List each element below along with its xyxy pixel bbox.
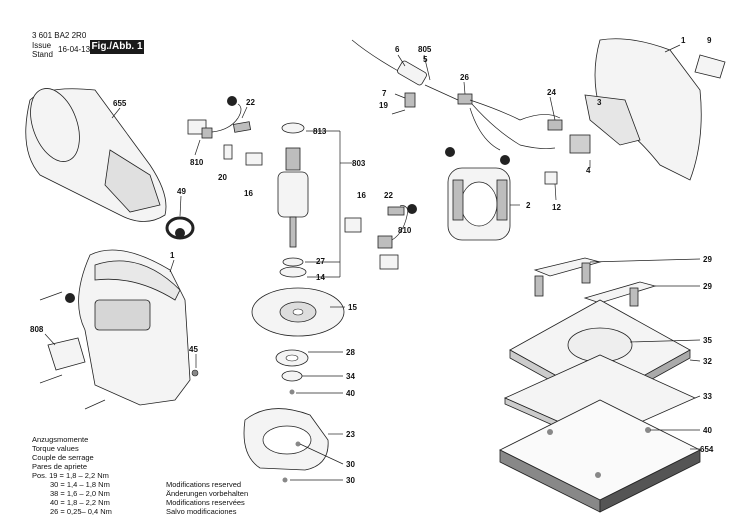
callout-27: 27 <box>316 257 325 266</box>
doc-number: 3 601 BA2 2R0 <box>32 31 87 40</box>
stator-2[interactable] <box>447 167 511 241</box>
callout-16a: 16 <box>244 189 253 198</box>
fan-15[interactable] <box>251 287 345 337</box>
torque-row-40: 40 = 1,8 – 2,2 Nm <box>50 498 110 507</box>
torque-title-en: Torque values <box>32 444 79 453</box>
armature-803[interactable] <box>277 122 309 278</box>
brush-holder-group-a[interactable] <box>187 103 263 166</box>
washer-34[interactable] <box>281 370 303 395</box>
callout-810a: 810 <box>190 158 204 167</box>
callout-40b: 40 <box>703 426 712 435</box>
callout-40a: 40 <box>346 389 355 398</box>
bearing-28[interactable] <box>275 349 309 367</box>
callout-34: 34 <box>346 372 355 381</box>
callout-4: 4 <box>586 166 591 175</box>
callout-24: 24 <box>547 88 556 97</box>
torque-row-19: Pos. 19 = 1,8 – 2,2 Nm <box>32 471 109 480</box>
callout-22a: 22 <box>246 98 255 107</box>
callout-654: 654 <box>700 445 714 454</box>
callout-32: 32 <box>703 357 712 366</box>
callout-26: 26 <box>460 73 469 82</box>
mod-fr: Modifications reservées <box>166 498 245 507</box>
callout-45: 45 <box>189 345 198 354</box>
shroud-23[interactable] <box>243 408 329 483</box>
power-cable[interactable] <box>351 39 473 115</box>
dust-box-655[interactable] <box>21 82 167 222</box>
callout-5: 5 <box>423 55 428 64</box>
brush-holder-group-b[interactable] <box>344 205 409 270</box>
callout-803: 803 <box>352 159 366 168</box>
callout-1-left: 1 <box>170 251 175 260</box>
pad-808[interactable] <box>47 337 86 371</box>
callout-3: 3 <box>597 98 602 107</box>
mod-es: Salvo modificaciones <box>166 507 237 516</box>
callout-35: 35 <box>703 336 712 345</box>
torque-title-de: Anzugsmomente <box>32 435 89 444</box>
figure-label: Fig./Abb. 1 <box>90 40 144 54</box>
callout-20: 20 <box>218 173 227 182</box>
torque-title-es: Pares de apriete <box>32 462 88 471</box>
callout-14: 14 <box>316 273 325 282</box>
torque-row-26: 26 = 0,25– 0,4 Nm <box>50 507 112 516</box>
torque-row-30: 30 = 1,4 – 1,8 Nm <box>50 480 110 489</box>
callout-29a: 29 <box>703 255 712 264</box>
callout-6: 6 <box>395 45 400 54</box>
callout-22b: 22 <box>384 191 393 200</box>
wiring-harness[interactable] <box>469 99 591 185</box>
callout-1-right: 1 <box>681 36 686 45</box>
clamp-29a[interactable] <box>533 257 602 297</box>
callout-30b: 30 <box>346 476 355 485</box>
base-654[interactable] <box>499 399 701 513</box>
callout-28: 28 <box>346 348 355 357</box>
callout-2: 2 <box>526 201 531 210</box>
issue-label: Issue <box>32 41 52 50</box>
callout-19: 19 <box>379 101 388 110</box>
housing-left-1[interactable] <box>78 249 191 406</box>
leader-lines <box>44 44 701 481</box>
stand-label: Stand <box>32 50 53 59</box>
callout-808: 808 <box>30 325 44 334</box>
callout-9: 9 <box>707 36 712 45</box>
callout-810b: 810 <box>398 226 412 235</box>
callout-805: 805 <box>418 45 432 54</box>
torque-title-fr: Couple de serrage <box>32 453 94 462</box>
callout-49: 49 <box>177 187 186 196</box>
torque-row-38: 38 = 1,6 – 2,0 Nm <box>50 489 110 498</box>
callout-23: 23 <box>346 430 355 439</box>
marker-circles <box>65 96 510 303</box>
mod-de: Änderungen vorbehalten <box>166 489 249 498</box>
screws-left[interactable] <box>39 291 199 410</box>
callout-655: 655 <box>113 99 127 108</box>
callout-16b: 16 <box>357 191 366 200</box>
callout-30a: 30 <box>346 460 355 469</box>
mod-en: Modifications reserved <box>166 480 242 489</box>
housing-right-1[interactable] <box>584 38 726 181</box>
callout-7: 7 <box>382 89 387 98</box>
callout-15: 15 <box>348 303 357 312</box>
callout-813: 813 <box>313 127 327 136</box>
callout-12: 12 <box>552 203 561 212</box>
issue-date: 16-04-13 <box>58 45 91 54</box>
callout-33: 33 <box>703 392 712 401</box>
callout-29b: 29 <box>703 282 712 291</box>
